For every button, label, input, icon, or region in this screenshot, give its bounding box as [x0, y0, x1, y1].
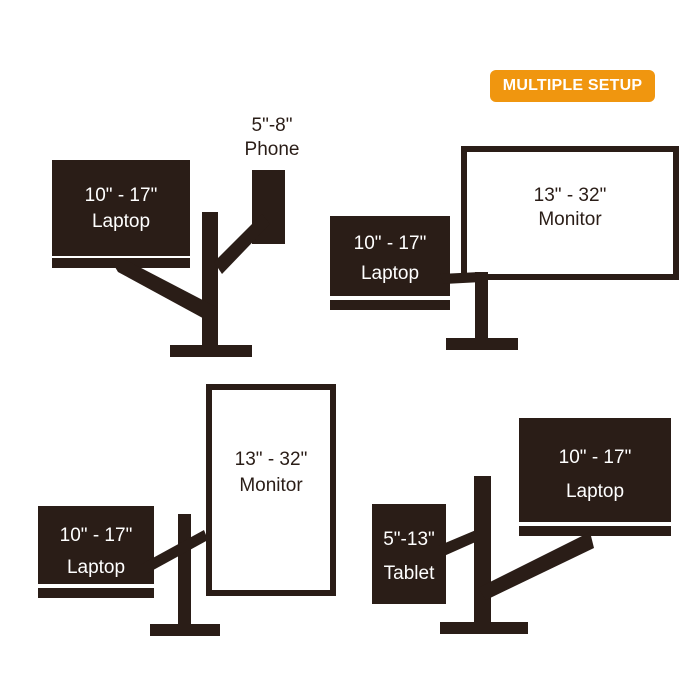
laptop-label: Laptop: [66, 557, 126, 578]
tablet-size-label: 5"-13": [383, 529, 435, 550]
laptop-arm: [112, 258, 218, 322]
laptop-base: [519, 526, 671, 536]
phone-arm: [214, 214, 270, 274]
setup-laptop-phone: [52, 160, 285, 357]
laptop-screen: [519, 418, 671, 522]
tablet-arm: [438, 530, 480, 556]
tablet-body: [372, 504, 446, 604]
pole: [474, 476, 491, 626]
laptop-base: [330, 300, 450, 310]
setup-laptop-tablet: [372, 418, 671, 634]
phone-label: Phone: [244, 139, 300, 160]
tablet-label: Tablet: [383, 563, 435, 584]
multiple-setup-badge: MULTIPLE SETUP: [490, 70, 655, 102]
laptop-screen: [330, 216, 450, 296]
laptop-size-label: 10" - 17": [353, 233, 427, 254]
monitor-size-label: 13" - 32": [533, 185, 607, 206]
laptop-arm: [478, 532, 594, 600]
clamp-base: [446, 338, 518, 350]
monitor-label: Monitor: [239, 475, 303, 496]
clamp-base: [150, 624, 220, 636]
pole: [202, 212, 218, 348]
laptop-base: [38, 588, 154, 598]
clamp-base: [440, 622, 528, 634]
laptop-size-label: 10" - 17": [558, 447, 632, 468]
monitor-size-label: 13" - 32": [234, 449, 308, 470]
pole: [178, 514, 191, 628]
laptop-screen: [38, 506, 154, 584]
laptop-size-label: 10" - 17": [84, 185, 158, 206]
monitor-screen: [212, 390, 330, 590]
monitor-screen: [467, 152, 673, 274]
laptop-label: Laptop: [91, 211, 151, 232]
setup-laptop-monitor-vertical: [38, 384, 336, 636]
phone-size-label: 5"-8": [251, 115, 293, 136]
laptop-screen: [52, 160, 190, 256]
setup-laptop-monitor-horizontal: [330, 146, 679, 350]
clamp-base: [170, 345, 252, 357]
pole: [475, 272, 488, 342]
laptop-label: Laptop: [565, 481, 625, 502]
laptop-size-label: 10" - 17": [59, 525, 133, 546]
monitor-label: Monitor: [538, 209, 602, 230]
laptop-arm: [140, 530, 208, 574]
laptop-label: Laptop: [360, 263, 420, 284]
laptop-arm: [440, 272, 482, 284]
